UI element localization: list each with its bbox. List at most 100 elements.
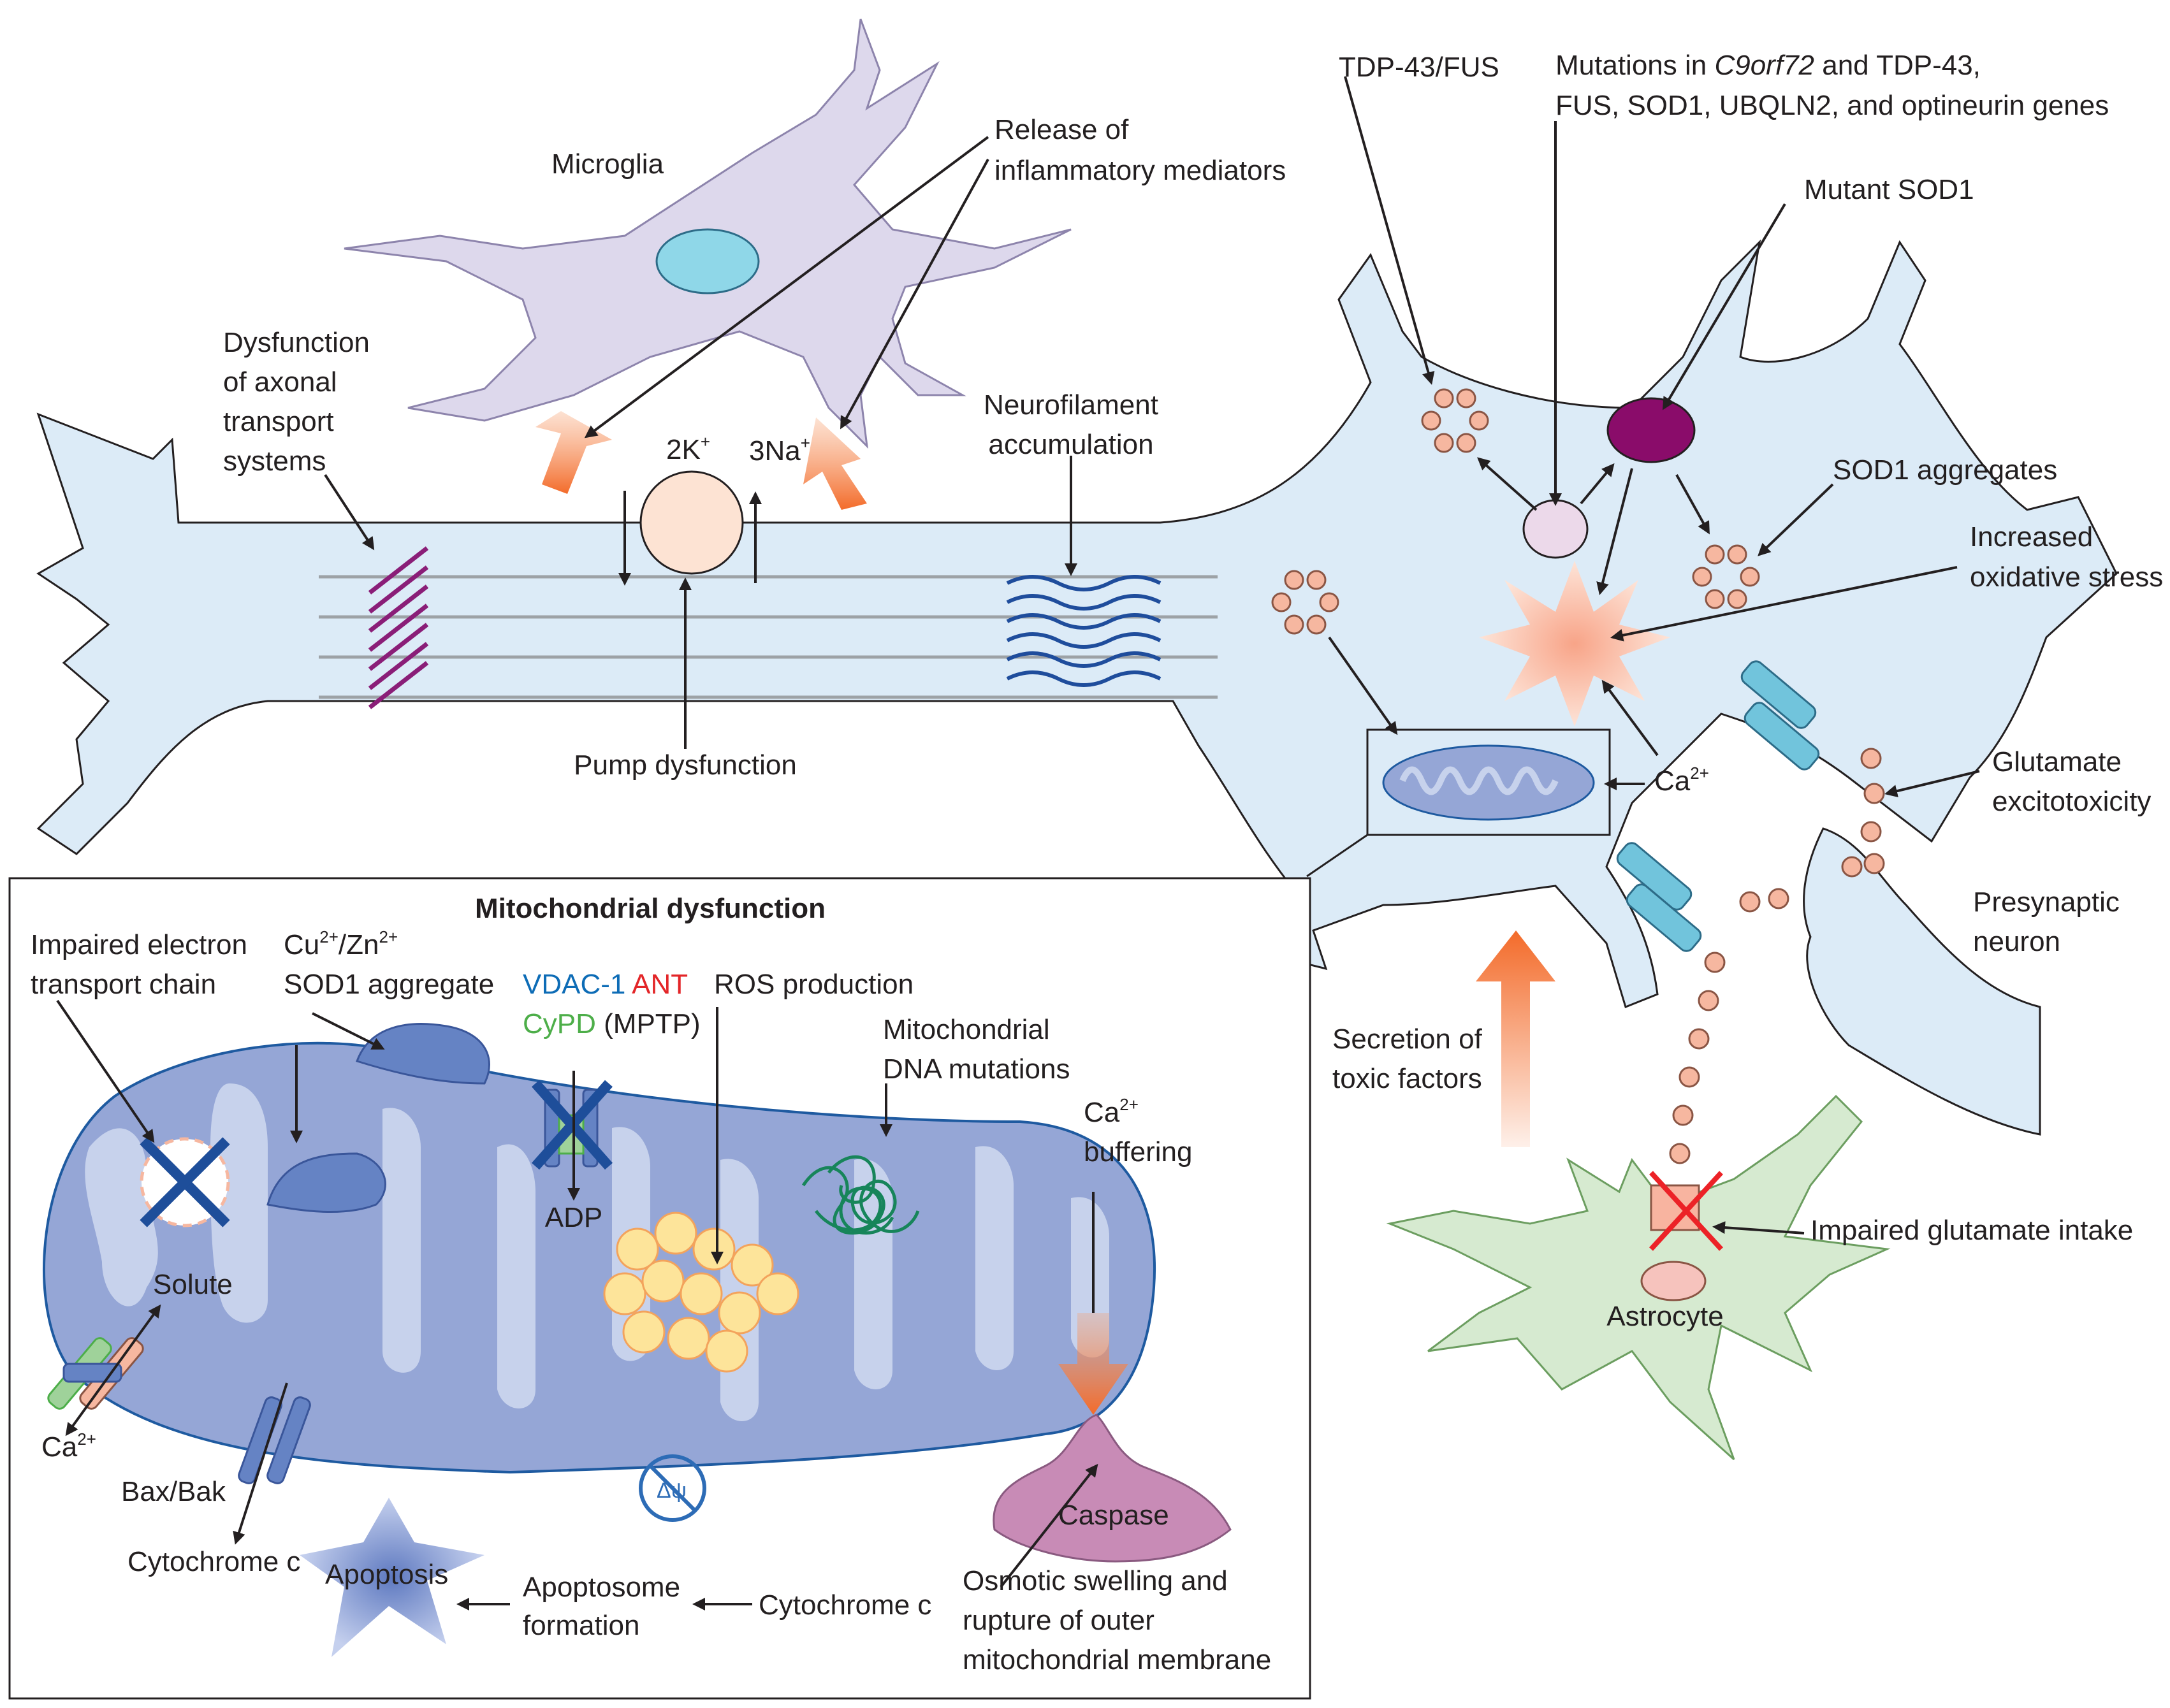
bax-bak-channel xyxy=(238,1396,311,1484)
label-oxidative-2: oxidative stress xyxy=(1970,561,2163,593)
nucleus-protein xyxy=(1522,499,1589,559)
label-mutant-sod1: Mutant SOD1 xyxy=(1804,174,1974,205)
sod1-aggregate-membrane xyxy=(356,1023,490,1085)
release-arrow-2 xyxy=(840,159,989,430)
mptp-channel xyxy=(532,1080,613,1170)
label-ros: ROS production xyxy=(714,969,914,1000)
label-ca-buffer: Ca2+ xyxy=(1084,1095,1139,1128)
label-2k: 2K+ xyxy=(666,432,710,465)
neurofilament-tangle xyxy=(1006,575,1161,687)
tdp-arrow xyxy=(1344,76,1435,385)
label-glutamate-2: excitotoxicity xyxy=(1992,786,2151,817)
label-sod1-aggregates: SOD1 aggregates xyxy=(1833,454,2057,486)
label-neurofilament-2: accumulation xyxy=(988,429,1153,460)
label-buffering: buffering xyxy=(1084,1136,1192,1168)
glutamate-receptors xyxy=(1616,660,1820,952)
mitochondrion-large xyxy=(43,1041,1156,1474)
label-etc-1: Impaired electron xyxy=(31,929,247,960)
inflammatory-arrow-left xyxy=(535,411,612,494)
glutamate-arrow xyxy=(1884,770,1980,797)
label-tdp: TDP-43/FUS xyxy=(1339,52,1499,83)
astrocyte-cell xyxy=(1386,1094,1891,1461)
sod1-aggregates-arrow xyxy=(1758,483,1834,556)
label-cytc-right: Cytochrome c xyxy=(759,1589,931,1621)
label-release-1: Release of xyxy=(994,114,1129,145)
label-mutations-2: FUS, SOD1, UBQLN2, and optineurin genes xyxy=(1555,90,2109,121)
label-dysfunction-3: transport xyxy=(223,406,334,437)
ros-cluster xyxy=(603,1212,799,1373)
label-secretion-2: toxic factors xyxy=(1332,1063,1482,1094)
tdp43-aggregate-upper xyxy=(1421,388,1489,453)
label-mtdna-1: Mitochondrial xyxy=(883,1014,1050,1045)
label-presynaptic-2: neuron xyxy=(1973,926,2060,957)
aggregates-cytoplasm xyxy=(1271,570,1339,635)
label-mutations-1: Mutations in C9orf72 and TDP-43, xyxy=(1555,50,1981,81)
cytc-release-arrow xyxy=(233,1382,288,1545)
label-mtdna-2: DNA mutations xyxy=(883,1053,1070,1085)
label-release-2: inflammatory mediators xyxy=(994,155,1286,186)
ca-to-stress-arrow xyxy=(1601,679,1659,756)
presynaptic-neuron xyxy=(1803,821,2041,1136)
sod1-aggregates-cluster xyxy=(1692,544,1760,609)
mutant-sod1-blob xyxy=(1606,397,1696,463)
label-oxidative-1: Increased xyxy=(1970,521,2093,553)
label-mito-title: Mitochondrial dysfunction xyxy=(475,893,826,924)
label-adp: ADP xyxy=(545,1202,602,1233)
axonal-transport-block xyxy=(368,546,429,709)
mtdna-tangle xyxy=(801,1155,920,1235)
sod1-aggregate-inner xyxy=(266,1152,386,1213)
label-osmotic-3: mitochondrial membrane xyxy=(963,1644,1271,1675)
label-dysfunction-4: systems xyxy=(223,445,326,477)
osmotic-arrow xyxy=(1000,1463,1098,1588)
label-dysfunction-1: Dysfunction xyxy=(223,327,370,358)
impaired-glutamate-arrow xyxy=(1712,1221,1805,1234)
zoom-line xyxy=(1306,834,1368,878)
label-solute: Solute xyxy=(153,1269,233,1300)
label-microglia: Microglia xyxy=(551,148,664,180)
label-apoptosis: Apoptosis xyxy=(325,1559,448,1590)
label-sod1-aggregate: SOD1 aggregate xyxy=(284,969,494,1000)
label-osmotic-2: rupture of outer xyxy=(963,1605,1154,1636)
label-cytc-left: Cytochrome c xyxy=(127,1546,300,1577)
sod1-to-aggregates-arrow xyxy=(1675,474,1710,535)
nucleus-to-tdp-arrow xyxy=(1477,457,1538,511)
label-dysfunction-2: of axonal xyxy=(223,366,337,398)
caspase-blob xyxy=(993,1414,1232,1563)
label-ca-left: Ca2+ xyxy=(41,1429,96,1463)
label-delta-psi: Δψ xyxy=(657,1479,687,1503)
label-cu-zn: Cu2+/Zn2+ xyxy=(284,927,398,960)
sod1-to-stress-arrow xyxy=(1596,468,1633,595)
inflammatory-arrow-right xyxy=(803,417,867,510)
label-baxbak: Bax/Bak xyxy=(121,1476,226,1507)
apoptosis-star xyxy=(300,1498,484,1657)
label-neurofilament-1: Neurofilament xyxy=(984,389,1158,421)
label-apoptosome-1: Apoptosome xyxy=(523,1572,680,1603)
release-arrow-1 xyxy=(584,136,989,438)
motor-neuron xyxy=(36,239,2118,1009)
label-cypd-mptp: CyPD (MPTP) xyxy=(523,1008,701,1039)
oxidative-arrow xyxy=(1610,566,1958,642)
solute-ca-arrow xyxy=(65,1304,161,1437)
na-k-pump xyxy=(618,470,762,749)
etc-complex xyxy=(140,1137,230,1227)
neuron-mitochondrion-inset xyxy=(1366,728,1611,836)
label-presynaptic-1: Presynaptic xyxy=(1973,887,2120,918)
membrane-potential-icon xyxy=(639,1454,706,1522)
microglia-cell xyxy=(344,18,1072,449)
label-3na: 3Na+ xyxy=(749,433,810,467)
secretion-arrow xyxy=(1476,930,1555,1147)
label-secretion-1: Secretion of xyxy=(1332,1024,1483,1055)
label-osmotic-1: Osmotic swelling and xyxy=(963,1565,1228,1596)
nucleus-to-sod1-arrow xyxy=(1580,463,1615,505)
label-caspase: Caspase xyxy=(1058,1500,1169,1531)
aggregates-to-mito-arrow xyxy=(1328,636,1398,735)
oxidative-stress-star xyxy=(1479,561,1670,727)
sod1-membrane-arrow xyxy=(312,1012,385,1050)
label-impaired-glutamate: Impaired glutamate intake xyxy=(1810,1215,2133,1246)
glutamate-molecules xyxy=(1669,748,1885,1164)
label-vdac-ant: VDAC-1 ANT xyxy=(523,969,688,1000)
label-etc-2: transport chain xyxy=(31,969,216,1000)
etc-arrow xyxy=(56,999,155,1143)
